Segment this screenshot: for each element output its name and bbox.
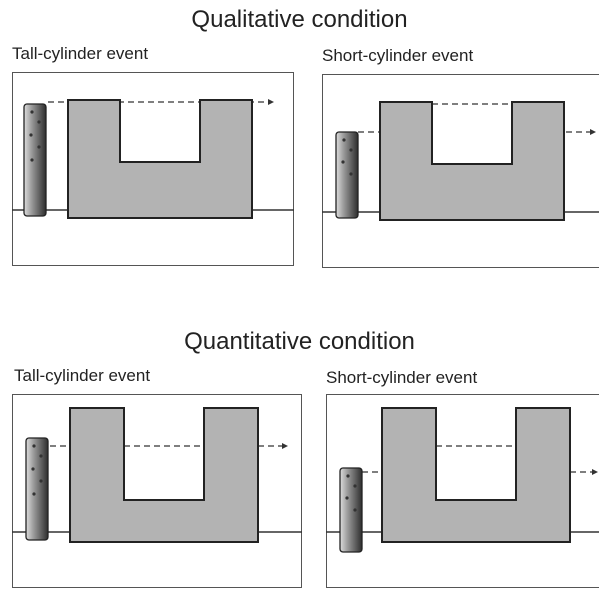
cylinder-dot — [32, 492, 36, 496]
panel-quantitative-tall — [12, 394, 302, 588]
section-title-qualitative: Qualitative condition — [191, 6, 408, 33]
cylinder-dot — [349, 172, 353, 176]
cylinder-dot — [342, 138, 346, 142]
panel-label-qualitative-short: Short-cylinder event — [322, 46, 474, 65]
cylinder-dot — [29, 133, 33, 137]
arrow-head — [282, 443, 288, 449]
cylinder — [339, 467, 363, 553]
cylinder-dot — [37, 120, 41, 124]
cylinder-dot — [353, 508, 357, 512]
screen-occluder — [381, 407, 571, 543]
cylinder — [335, 131, 359, 219]
panel-quantitative-short — [326, 394, 599, 588]
cylinder-dot — [349, 148, 353, 152]
cylinder-dot — [341, 160, 345, 164]
section-title-quantitative: Quantitative condition — [184, 328, 415, 355]
cylinder-dot — [37, 145, 41, 149]
panel-label-quantitative-tall: Tall-cylinder event — [14, 366, 151, 385]
arrow-head — [592, 469, 598, 475]
panel-qualitative-short — [322, 74, 599, 268]
screen-occluder — [69, 407, 259, 543]
cylinder-dot — [39, 454, 43, 458]
arrow-head — [268, 99, 274, 105]
screen-occluder — [67, 99, 253, 219]
arrow-head — [590, 129, 596, 135]
cylinder-dot — [31, 467, 35, 471]
cylinder-dot — [353, 484, 357, 488]
panel-qualitative-tall — [12, 72, 294, 266]
cylinder-dot — [345, 496, 349, 500]
cylinder-dot — [39, 479, 43, 483]
panel-label-quantitative-short: Short-cylinder event — [326, 368, 478, 387]
cylinder — [23, 103, 47, 217]
cylinder-dot — [346, 474, 350, 478]
cylinder-dot — [30, 158, 34, 162]
screen-occluder — [379, 101, 565, 221]
cylinder-dot — [32, 444, 36, 448]
cylinder — [25, 437, 49, 541]
cylinder-dot — [30, 110, 34, 114]
panel-label-qualitative-tall: Tall-cylinder event — [12, 44, 149, 63]
